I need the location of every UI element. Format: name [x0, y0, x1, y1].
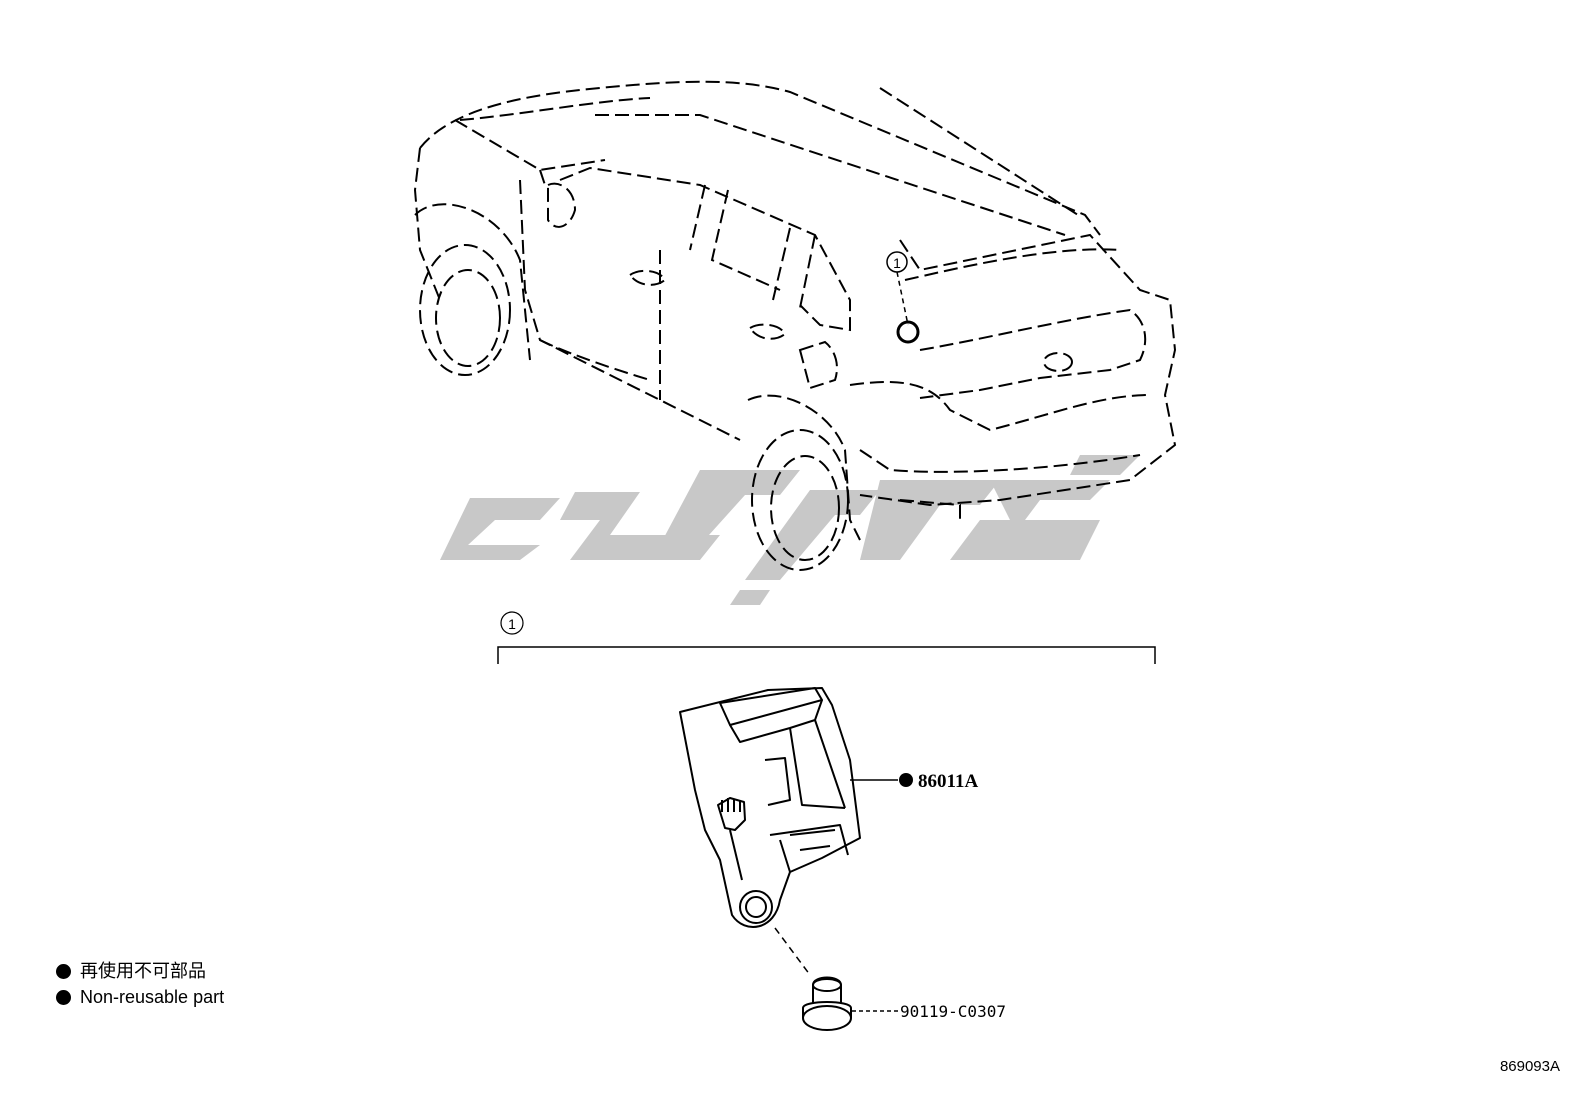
vehicle-outline — [413, 80, 1177, 571]
vehicle-callout: 1 — [886, 251, 920, 344]
filled-dot-icon — [56, 989, 71, 1005]
legend: 再使用不可部品 Non-reusable part — [56, 958, 224, 1010]
drawing-id: 869093A — [1499, 1058, 1560, 1075]
legend-text-en: Non-reusable part — [80, 987, 225, 1007]
bolt-part — [802, 976, 852, 1031]
legend-row-en: Non-reusable part — [56, 984, 224, 1010]
watermark-logo — [440, 455, 1140, 605]
group-bracket: 1 — [497, 611, 1156, 664]
group-callout-number: 1 — [508, 616, 516, 632]
filled-dot-icon — [56, 963, 71, 979]
non-reusable-marker — [899, 773, 913, 787]
sensor-part-number: 86011A — [918, 771, 978, 792]
bolt-part-number: 90119-C0307 — [900, 1002, 1006, 1021]
sensor-part — [679, 687, 861, 928]
legend-row-ja: 再使用不可部品 — [56, 958, 224, 984]
legend-text-ja: 再使用不可部品 — [80, 961, 206, 981]
vehicle-callout-number: 1 — [893, 255, 901, 271]
